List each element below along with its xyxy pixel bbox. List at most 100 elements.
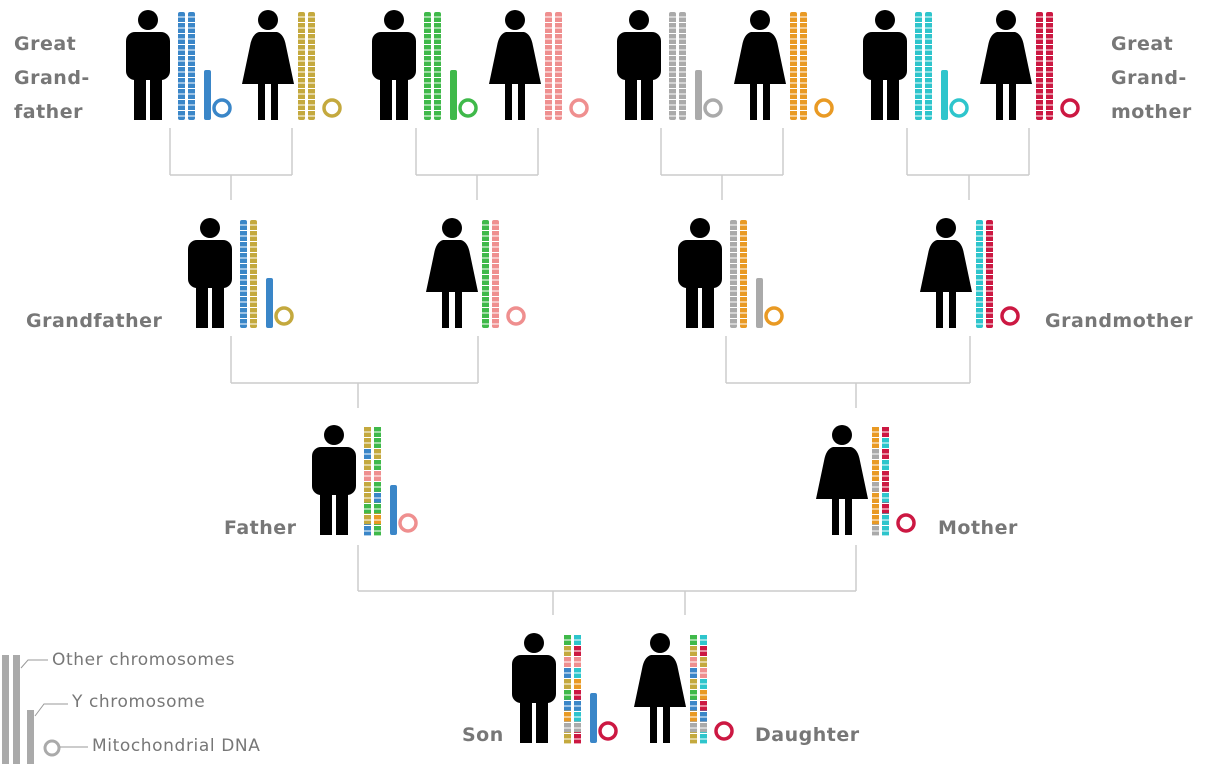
mitochondrial-dna-ring [212,98,232,118]
mitochondrial-dna-ring [896,513,916,533]
female-dress [734,32,786,84]
male-leg [887,70,899,120]
legend-mito-ring [43,739,61,757]
chromosome-segment [364,513,371,525]
chromosome-segment [700,699,707,711]
female-leg [1009,82,1016,120]
person-gg-1 [126,10,232,120]
legend-other-chromosome-bar [2,655,9,764]
person-daughter [634,633,734,744]
legend-mitochondrial-dna: Mitochondrial DNA [92,736,261,756]
male-torso [372,32,416,80]
person-gg-8 [980,10,1080,120]
mitochondrial-dna-ring [1000,306,1020,326]
mother-label: Mother [938,517,1018,539]
male-leg [380,70,392,120]
female-leg [518,82,525,120]
male-head [384,10,404,30]
chromosome-segment [364,427,371,439]
male-torso [188,240,232,288]
male-torso [312,447,356,495]
chromosome-segment [374,513,381,525]
female-leg [663,705,670,743]
mitochondrial-dna-ring [569,98,589,118]
chromosome-segment [564,721,571,733]
y-chromosome [204,70,211,120]
chromosome-segment [690,721,697,733]
chromosome-segment [882,491,889,503]
chromosome-segment [700,732,707,744]
male-torso [617,32,661,80]
son-label: Son [462,724,504,746]
male-leg [196,278,208,328]
male-leg [625,70,637,120]
male-leg [686,278,698,328]
female-leg [258,82,265,120]
female-dress [426,240,478,292]
female-dress [920,240,972,292]
y-chromosome [695,70,702,120]
male-leg [641,70,653,120]
mitochondrial-dna-ring [506,306,526,326]
female-dress [634,655,686,707]
y-chromosome [756,278,763,328]
chromosome-segment [574,732,581,744]
male-torso [512,655,556,703]
mitochondrial-dna-ring [703,98,723,118]
male-leg [134,70,146,120]
chromosome-segment [564,699,571,711]
male-leg [536,693,548,743]
male-head [875,10,895,30]
chromosome-segment [374,524,381,536]
male-head [629,10,649,30]
great-grandmother-label: Great Grand- mother [1111,33,1192,123]
father-label: Father [224,517,297,539]
chromosome-segment [364,524,371,536]
male-head [324,425,344,445]
male-head [138,10,158,30]
female-leg [750,82,757,120]
female-leg [832,497,839,535]
person-gg-7 [863,10,969,120]
female-head [750,10,770,30]
chromosome-segment [700,721,707,733]
mitochondrial-dna-ring [322,98,342,118]
female-head [258,10,278,30]
chromosome-segment [690,699,697,711]
chromosome-segment [364,502,371,514]
mitochondrial-dna-ring [458,98,478,118]
chromosome-segment [574,699,581,711]
person-son [512,633,618,744]
person-grandmother [920,218,1020,328]
chromosome-segment [574,721,581,733]
female-dress [816,447,868,499]
male-leg [520,693,532,743]
chromosome-segment [700,635,707,647]
male-leg [336,485,348,535]
person-gg-5 [617,10,723,120]
daughter-label: Daughter [755,724,860,746]
legend-y-chromosome: Y chromosome [72,692,206,712]
person-gg-4 [489,10,589,120]
y-chromosome [266,278,273,328]
chromosome-segment [872,524,879,536]
person-grandfather-maternal [678,218,784,328]
mitochondrial-dna-ring [949,98,969,118]
male-leg [702,278,714,328]
person-father [312,425,418,536]
male-head [524,633,544,653]
person-gg-3 [372,10,478,120]
person-gg-6 [734,10,834,120]
female-head [505,10,525,30]
female-dress [980,32,1032,84]
male-leg [871,70,883,120]
chromosome-segment [700,710,707,722]
chromosome-segment [374,502,381,514]
female-leg [936,290,943,328]
chromosome-segment [364,491,371,503]
female-head [936,218,956,238]
female-head [832,425,852,445]
male-torso [126,32,170,80]
